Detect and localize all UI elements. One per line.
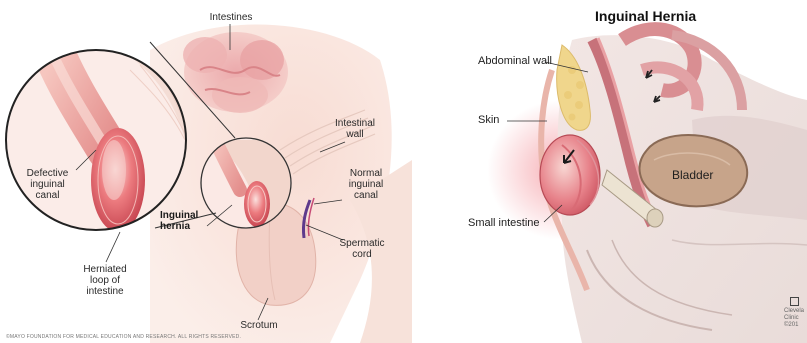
left-illustration-panel: Intestines Intestinal wall Defective ing… <box>0 0 412 343</box>
right-illustration <box>412 0 807 343</box>
label-defective-inguinal-canal: Defective inguinal canal <box>20 168 75 201</box>
hernia-sac <box>540 135 600 215</box>
cleveland-clinic-logo: Clevela Clinic ©201 <box>784 297 807 337</box>
copyright-notice: ©MAYO FOUNDATION FOR MEDICAL EDUCATION A… <box>6 334 241 340</box>
logo-square-icon <box>790 297 799 306</box>
label-abdominal-wall: Abdominal wall <box>478 56 552 67</box>
label-intestinal-wall: Intestinal wall <box>330 118 380 140</box>
label-small-intestine: Small intestine <box>468 218 540 229</box>
logo-line: ©201 <box>784 322 807 329</box>
logo-line: Clinic <box>784 315 807 322</box>
label-skin: Skin <box>478 115 499 126</box>
diagram-title: Inguinal Hernia <box>595 8 696 24</box>
label-spermatic-cord: Spermatic cord <box>334 238 390 260</box>
label-normal-inguinal-canal: Normal inguinal canal <box>340 168 392 201</box>
label-bladder: Bladder <box>672 170 713 181</box>
logo-line: Clevela <box>784 308 807 315</box>
label-intestines: Intestines <box>205 12 257 23</box>
right-illustration-panel: Inguinal Hernia Abdominal wall Skin Blad… <box>412 0 807 343</box>
label-scrotum: Scrotum <box>232 320 286 331</box>
label-herniated-loop: Herniated loop of intestine <box>80 264 130 297</box>
label-inguinal-hernia: Inguinal hernia <box>160 210 208 232</box>
